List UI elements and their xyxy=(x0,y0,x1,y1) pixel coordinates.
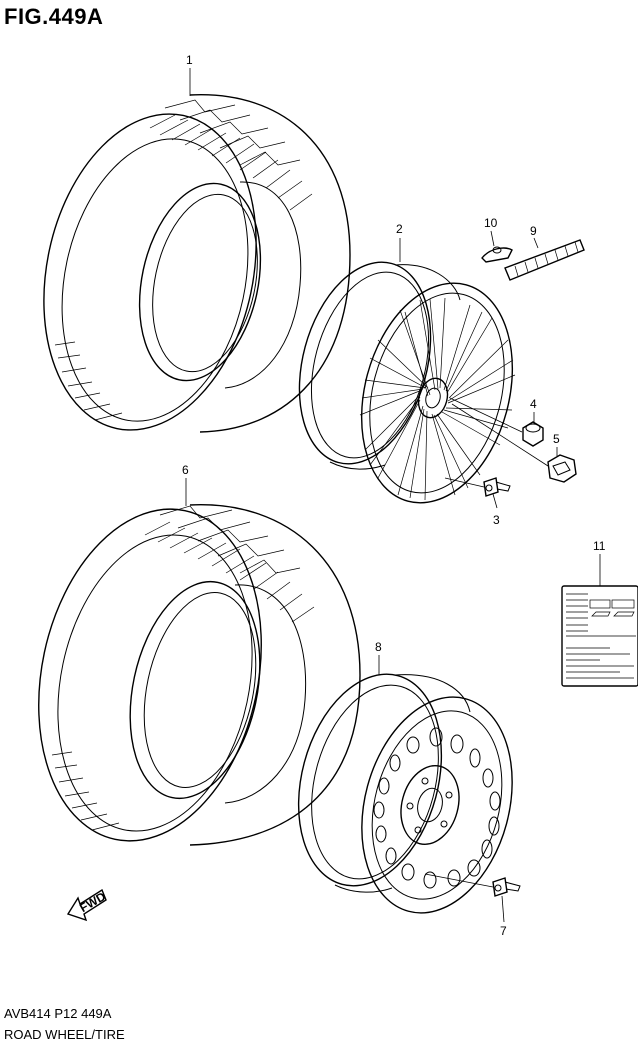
callout-1[interactable]: 1 xyxy=(186,53,193,67)
callout-2[interactable]: 2 xyxy=(396,222,403,236)
valve-icon[interactable] xyxy=(492,877,521,897)
callout-7[interactable]: 7 xyxy=(500,924,507,938)
callout-3[interactable]: 3 xyxy=(493,513,500,527)
tire-icon[interactable] xyxy=(16,94,351,450)
callout-8[interactable]: 8 xyxy=(375,640,382,654)
callout-4[interactable]: 4 xyxy=(530,397,537,411)
callout-6[interactable]: 6 xyxy=(182,463,189,477)
alloy-wheel-icon[interactable] xyxy=(278,247,535,519)
footer-figure-title: ROAD WHEEL/TIRE xyxy=(4,1027,125,1042)
callout-11[interactable]: 11 xyxy=(593,539,606,553)
tire-icon[interactable] xyxy=(9,488,361,862)
fwd-arrow-icon: FWD xyxy=(66,888,108,922)
center-cap-icon[interactable] xyxy=(547,454,577,483)
callouts: 1 2 3 4 5 6 7 8 9 10 11 xyxy=(182,53,606,938)
clip-weight-icon[interactable] xyxy=(481,246,513,263)
balance-weight-icon[interactable] xyxy=(504,239,585,281)
callout-9[interactable]: 9 xyxy=(530,224,537,238)
steel-wheel-icon[interactable] xyxy=(276,658,535,930)
callout-10[interactable]: 10 xyxy=(484,216,498,230)
footer-figure-code: AVB414 P12 449A xyxy=(4,1006,112,1021)
tire-label-icon[interactable] xyxy=(561,585,638,687)
valve-icon[interactable] xyxy=(483,477,511,497)
lug-nut-icon[interactable] xyxy=(522,421,544,447)
callout-5[interactable]: 5 xyxy=(553,432,560,446)
figure-title: FIG.449A xyxy=(4,4,104,29)
